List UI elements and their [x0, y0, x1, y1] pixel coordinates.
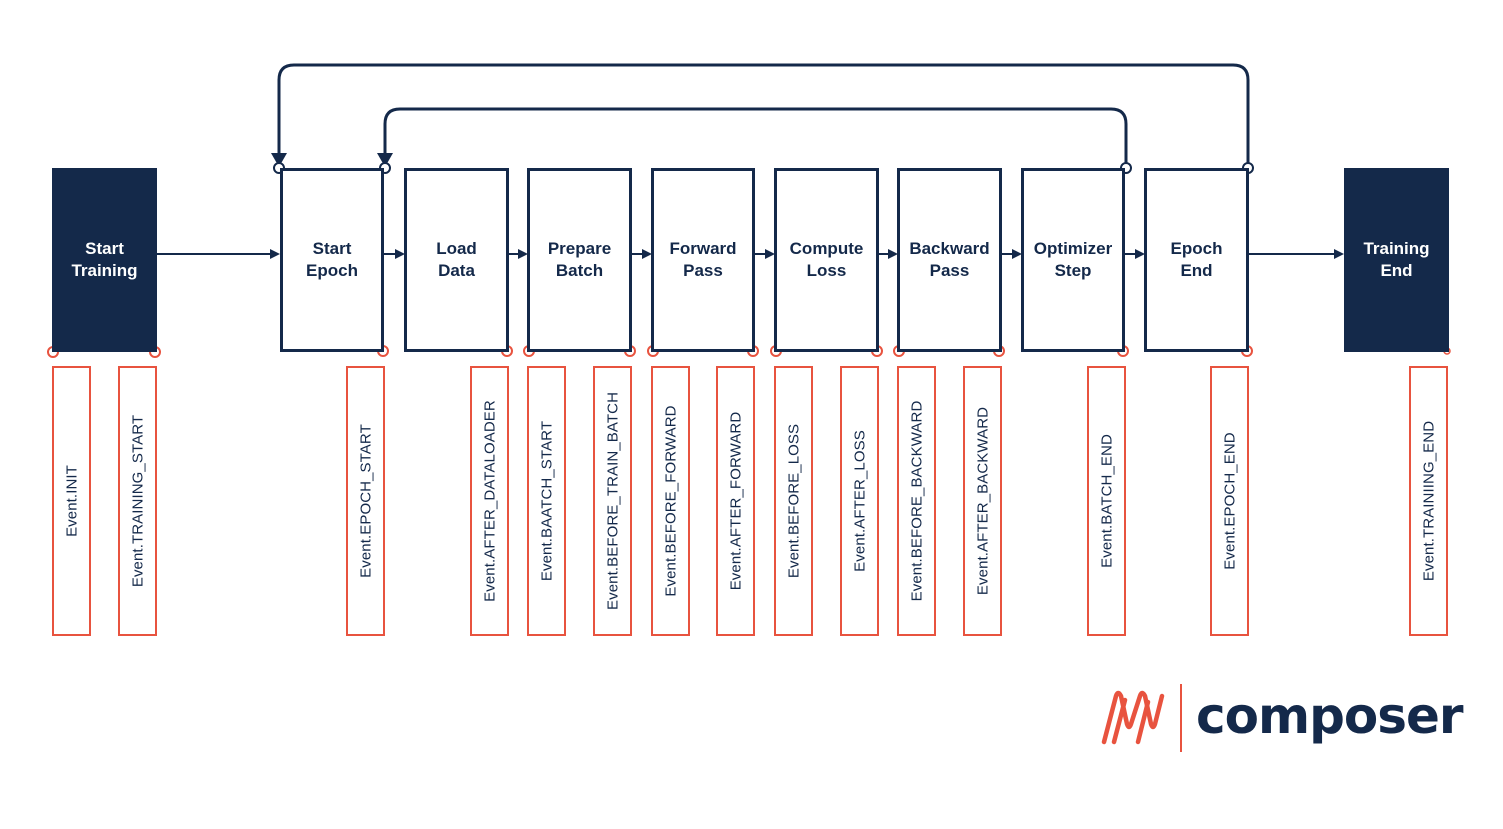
event-label: Event.BEFORE_LOSS [785, 423, 802, 579]
event-init: Event.INIT [52, 366, 91, 636]
event-training-start: Event.TRAINING_START [118, 366, 157, 636]
event-label: Event.TRAINIING_END [1420, 420, 1437, 582]
epoch-loop-arrowhead [271, 153, 287, 167]
stage-label-line-2: Training [71, 261, 138, 280]
event-before-backward: Event.BEFORE_BACKWARD [897, 366, 936, 636]
stage-label-line-1: Prepare [547, 239, 612, 258]
stage-label-line-2: Epoch [306, 261, 358, 280]
stage-label-line-1: Start [312, 239, 352, 258]
event-before-loss: Event.BEFORE_LOSS [774, 366, 813, 636]
event-after-backward: Event.AFTER_BACKWARD [963, 366, 1002, 636]
event-label: Event.AFTER_LOSS [851, 430, 868, 572]
event-epoch-start: Event.EPOCH_START [346, 366, 385, 636]
event-before-train-batch: Event.BEFORE_TRAIN_BATCH [593, 366, 632, 636]
composer-mark-icon [1101, 690, 1165, 745]
stage-label-line-1: Backward [909, 239, 990, 258]
event-label: Event.AFTER_DATALOADER [481, 400, 498, 602]
stage-label-line-1: Training [1363, 239, 1430, 258]
stage-label-line-2: Pass [683, 261, 723, 280]
stage-label-line-2: End [1380, 261, 1413, 280]
event-label: Event.INIT [63, 465, 80, 537]
stage-label-line-1: Start [85, 239, 124, 258]
event-after-forward: Event.AFTER_FORWARD [716, 366, 755, 636]
event-label: Event.BEFORE_FORWARD [662, 405, 679, 597]
stage-label-line-1: Load [436, 239, 477, 258]
stage-label-line-2: Pass [929, 261, 970, 280]
event-batch-start: Event.BAATCH_START [527, 366, 566, 636]
event-label: Event.AFTER_BACKWARD [974, 406, 991, 596]
stage-label-line-1: Epoch [1170, 239, 1223, 258]
stage-label-line-2: Step [1054, 261, 1092, 280]
stage-label-line-2: Batch [555, 261, 604, 280]
stage-label-line-2: Loss [806, 261, 847, 280]
batch-loop-arrowhead [377, 153, 393, 167]
stage-label-line-1: Forward [669, 239, 737, 258]
event-label: Event.BEFORE_BACKWARD [908, 400, 925, 602]
event-before-forward: Event.BEFORE_FORWARD [651, 366, 690, 636]
stage-label-line-2: End [1180, 261, 1213, 280]
event-training-end: Event.TRAINIING_END [1409, 366, 1448, 636]
stage-label-line-1: Optimizer [1033, 239, 1113, 258]
event-label: Event.TRAINING_START [129, 414, 146, 588]
event-batch-end: Event.BATCH_END [1087, 366, 1126, 636]
stage-label-line-1: Compute [789, 239, 864, 258]
event-label: Event.EPOCH_END [1221, 432, 1238, 570]
event-after-loss: Event.AFTER_LOSS [840, 366, 879, 636]
composer-wordmark: composer [1196, 687, 1464, 745]
event-after-dataloader: Event.AFTER_DATALOADER [470, 366, 509, 636]
composer-logo: composer [1100, 684, 1464, 754]
event-label: Event.BEFORE_TRAIN_BATCH [604, 391, 621, 611]
event-epoch-end: Event.EPOCH_END [1210, 366, 1249, 636]
event-label: Event.EPOCH_START [357, 424, 374, 578]
epoch-loop-connector [277, 63, 1250, 166]
event-label: Event.BAATCH_START [538, 420, 555, 582]
batch-loop-connector [383, 107, 1128, 166]
stage-label-line-2: Data [438, 261, 475, 280]
event-label: Event.BATCH_END [1098, 434, 1115, 568]
logo-divider [1180, 684, 1182, 752]
event-label: Event.AFTER_FORWARD [727, 411, 744, 591]
